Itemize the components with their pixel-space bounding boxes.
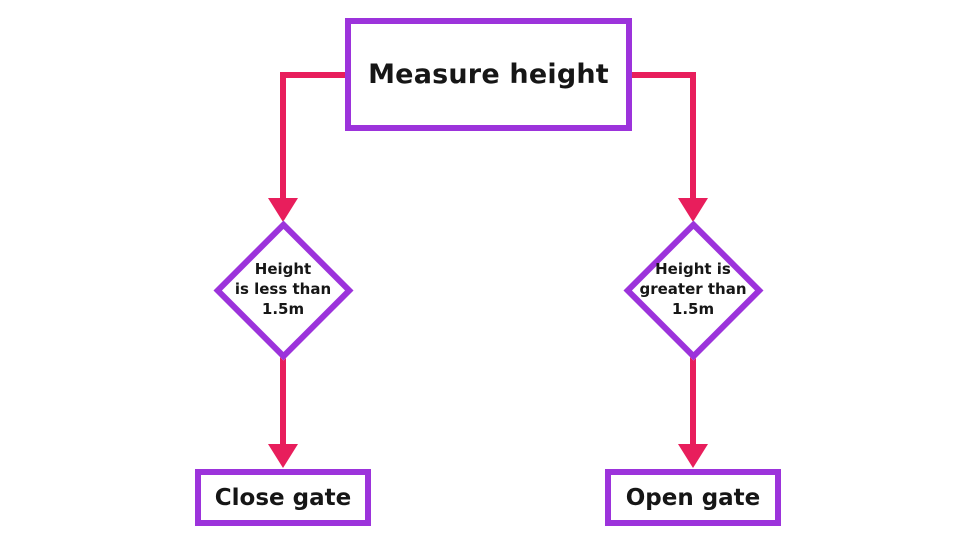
arrow-down-icon — [268, 444, 298, 468]
start-label: Measure height — [368, 59, 609, 90]
arrow-down-icon — [678, 198, 708, 222]
arrow-line-vertical-left-2 — [280, 352, 286, 446]
arrow-line-vertical-right-1 — [690, 72, 696, 200]
condition-diamond-less-than: Height is less than 1.5m — [212, 219, 354, 361]
action-label: Open gate — [625, 484, 761, 511]
arrow-down-icon — [678, 444, 708, 468]
arrow-line-vertical-left-1 — [280, 72, 286, 200]
start-box-measure-height: Measure height — [345, 18, 632, 131]
condition-diamond-greater-than: Height is greater than 1.5m — [622, 219, 764, 361]
condition-label: Height is less than 1.5m — [234, 260, 332, 318]
arrow-down-icon — [268, 198, 298, 222]
action-box-close-gate: Close gate — [195, 469, 371, 526]
action-label: Close gate — [214, 484, 352, 511]
arrow-line-vertical-right-2 — [690, 352, 696, 446]
arrow-line-horizontal-right — [631, 72, 696, 78]
arrow-line-horizontal-left — [280, 72, 346, 78]
condition-label: Height is greater than 1.5m — [639, 260, 747, 318]
action-box-open-gate: Open gate — [605, 469, 781, 526]
